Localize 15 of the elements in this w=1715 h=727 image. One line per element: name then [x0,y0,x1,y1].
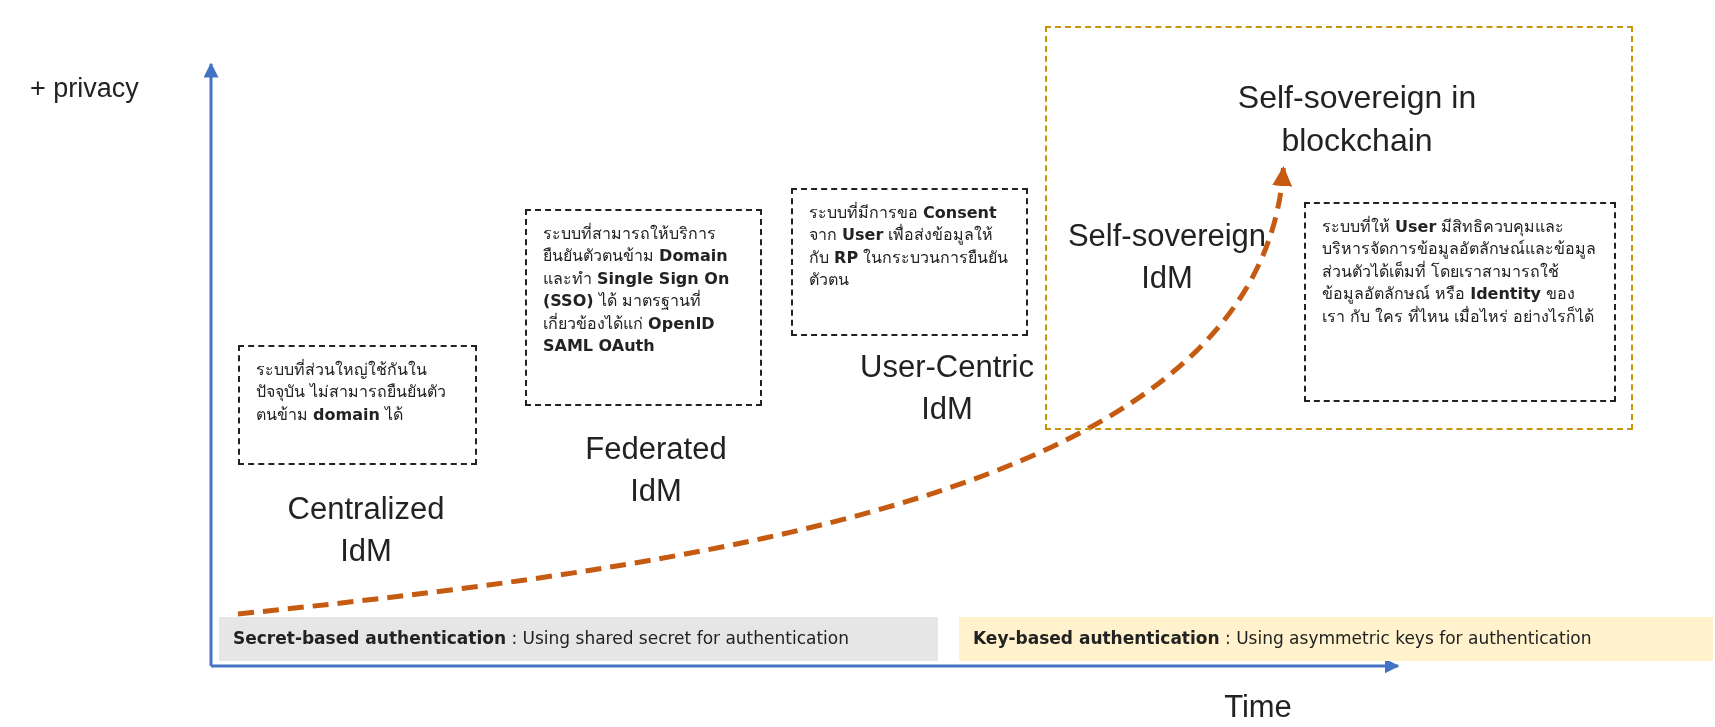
description-box: ระบบที่ส่วนใหญ่ใช้กันในปัจจุบัน ไม่สามารถยืนยันตัวตนข้าม domain ได้ [238,345,477,465]
description-box: ระบบที่มีการขอ Consent จาก User เพื่อส่งข้อมูลให้กับ RP ในกระบวนการยืนยันตัวตน [791,188,1028,336]
highlight-region [1045,26,1633,430]
axis-label: Time [1223,688,1293,726]
stage-label: Federated IdM [584,430,728,510]
authentication-band: Secret-based authentication : Using shared secret for authentication [219,617,938,661]
description-box: ระบบที่ให้ User มีสิทธิควบคุมและบริหารจัดการข้อมูลอัตลักษณ์และข้อมูลส่วนตัวได้เต็มที่ โดยเราสามารถใช้ข้อมูลอัตลักษณ์ หรือ Identity ของเรา กับ ใคร ที่ไหน เมื่อไหร่ อย่างไรก็ได้ [1304,202,1616,402]
axis-label: + privacy [30,72,140,105]
stage-heading: Self-sovereign in blockchain [1197,76,1517,166]
stage-label: Self-sovereign IdM [1066,217,1268,297]
stage-label: Centralized IdM [286,490,446,570]
description-box: ระบบที่สามารถให้บริการยืนยันตัวตนข้าม Domain และทำ Single Sign On (SSO) ได้ มาตรฐานที่เกี่ยวข้องได้แก่ OpenID SAML OAuth [525,209,762,406]
stage-label: User-Centric IdM [859,348,1035,428]
authentication-band: Key-based authentication : Using asymmetric keys for authentication [959,617,1713,661]
trend-arrow [237,166,1290,617]
